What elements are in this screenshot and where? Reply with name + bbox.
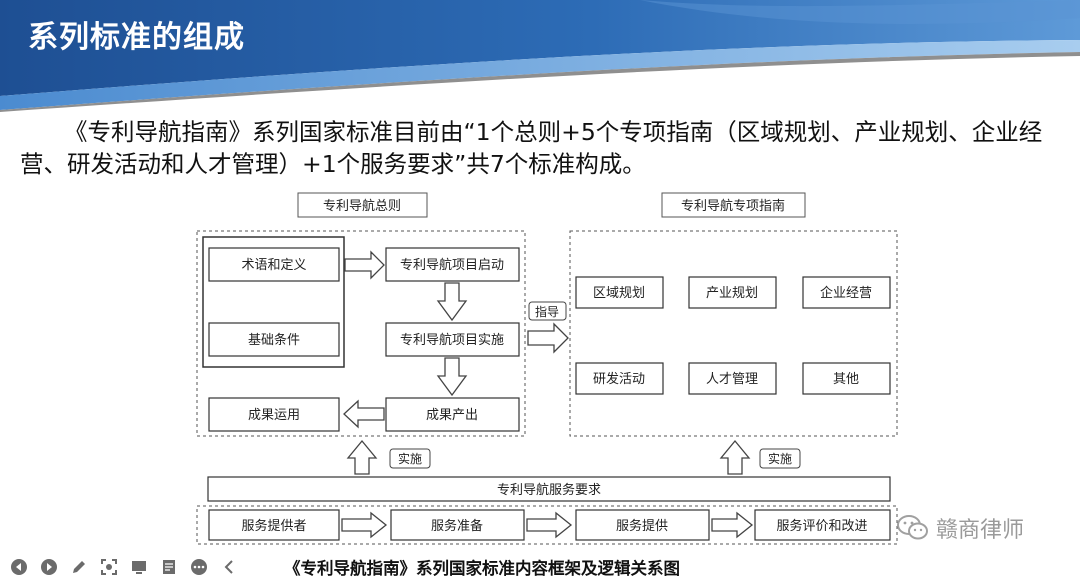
special-text-other: 其他 bbox=[833, 372, 859, 387]
focus-icon[interactable] bbox=[98, 557, 120, 577]
general-title-text: 专利导航总则 bbox=[323, 198, 401, 214]
service-text-evaluate: 服务评价和改进 bbox=[776, 518, 867, 534]
service-text-provider: 服务提供者 bbox=[241, 518, 306, 534]
watermark-text: 赣商律师 bbox=[936, 518, 1025, 543]
body-paragraph: 《专利导航指南》系列国家标准目前由“1个总则+5个专项指南（区域规划、产业规划、… bbox=[20, 118, 1043, 178]
service-text-provide: 服务提供 bbox=[616, 518, 668, 534]
pen-icon[interactable] bbox=[68, 557, 90, 577]
special-box-industry bbox=[688, 276, 777, 309]
output-text: 成果产出 bbox=[426, 408, 478, 423]
impl-label-left-box bbox=[389, 448, 431, 469]
guide-label-box bbox=[528, 301, 567, 321]
implement-text: 专利导航项目实施 bbox=[400, 332, 504, 348]
use-box bbox=[208, 397, 340, 432]
service-req-text: 专利导航服务要求 bbox=[497, 482, 601, 498]
service-box-provide bbox=[575, 509, 710, 541]
previous-icon[interactable] bbox=[8, 557, 30, 577]
service-req-box bbox=[207, 476, 891, 502]
output-box bbox=[385, 397, 520, 432]
arrow-guide bbox=[527, 322, 569, 354]
special-box-enterprise bbox=[802, 276, 891, 309]
service-text-prepare: 服务准备 bbox=[431, 518, 483, 534]
special-text-rnd: 研发活动 bbox=[593, 371, 645, 387]
impl-label-left-text: 实施 bbox=[398, 451, 422, 466]
general-title-box bbox=[297, 192, 428, 218]
back-icon[interactable] bbox=[218, 557, 240, 577]
arrow-terms-to-start bbox=[344, 250, 385, 280]
arrow-up-right bbox=[719, 439, 751, 475]
arrow-output-to-use bbox=[343, 399, 385, 429]
impl-label-right-text: 实施 bbox=[768, 451, 792, 466]
special-box-talent bbox=[688, 362, 777, 395]
slide-title: 系列标准的组成 bbox=[28, 20, 245, 55]
basic-text: 基础条件 bbox=[248, 332, 300, 348]
start-box bbox=[385, 247, 520, 282]
special-text-industry: 产业规划 bbox=[706, 286, 758, 301]
special-box-region bbox=[575, 276, 664, 309]
arrow-up-left bbox=[346, 439, 378, 475]
service-box-prepare bbox=[390, 509, 525, 541]
basic-box bbox=[208, 322, 340, 357]
special-container bbox=[569, 230, 898, 437]
figure-caption: 《专利导航指南》系列国家标准内容框架及逻辑关系图 bbox=[284, 559, 680, 578]
header-banner bbox=[0, 0, 1080, 112]
special-text-region: 区域规划 bbox=[593, 286, 645, 301]
terms-box bbox=[208, 247, 340, 282]
wechat-icon bbox=[897, 515, 928, 540]
foundation-group bbox=[202, 236, 345, 368]
more-icon[interactable] bbox=[188, 557, 210, 577]
arrow-implement-to-output bbox=[436, 357, 468, 397]
special-box-other bbox=[802, 362, 891, 395]
special-box-rnd bbox=[575, 362, 664, 395]
impl-label-right-box bbox=[759, 448, 801, 469]
special-text-talent: 人才管理 bbox=[706, 372, 758, 387]
special-title-text: 专利导航专项指南 bbox=[681, 198, 785, 214]
presentation-toolbar bbox=[0, 556, 293, 577]
watermark: 赣商律师 bbox=[896, 512, 1024, 544]
arrow-service-1 bbox=[341, 511, 388, 539]
service-box-provider bbox=[208, 509, 340, 541]
terms-text: 术语和定义 bbox=[241, 258, 306, 273]
arrow-service-3 bbox=[711, 511, 754, 539]
guide-label-text: 指导 bbox=[535, 304, 559, 319]
screen-icon[interactable] bbox=[128, 557, 150, 577]
next-icon[interactable] bbox=[38, 557, 60, 577]
service-container bbox=[196, 505, 898, 545]
notes-icon[interactable] bbox=[158, 557, 180, 577]
general-container bbox=[196, 230, 526, 437]
arrow-service-2 bbox=[526, 511, 573, 539]
start-text: 专利导航项目启动 bbox=[400, 257, 504, 273]
implement-box bbox=[385, 322, 520, 357]
special-text-enterprise: 企业经营 bbox=[820, 285, 872, 301]
service-box-evaluate bbox=[754, 509, 891, 541]
use-text: 成果运用 bbox=[248, 408, 300, 423]
arrow-start-to-implement bbox=[436, 282, 468, 322]
special-title-box bbox=[661, 192, 806, 218]
